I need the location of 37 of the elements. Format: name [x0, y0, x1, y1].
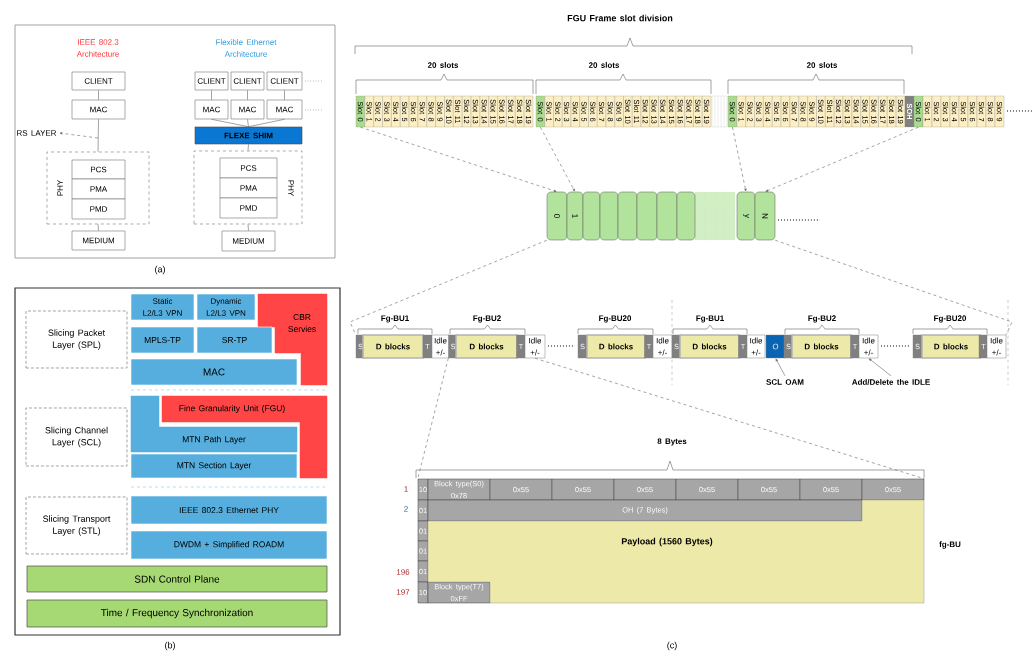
connector-line [247, 144, 249, 151]
layer-block: IEEE 802.3 Ethernet PHY [130, 495, 328, 525]
panel-caption: (a) [155, 265, 165, 275]
figure-title: FGU Frame slot division [567, 14, 673, 22]
arrow [765, 126, 919, 192]
connector-line [534, 357, 925, 480]
arrow [360, 126, 557, 192]
service-block: CBR Servies [257, 293, 328, 386]
connector-line [417, 357, 449, 480]
panel-caption: (c) [667, 641, 677, 651]
layer-block: MPLS-TP [130, 326, 195, 354]
connector-line [247, 90, 248, 100]
connector-line [248, 119, 285, 127]
plane-bar: Time / Frequency Synchronization [26, 599, 328, 628]
layer-block: SR-TP [196, 326, 273, 354]
connector-line [97, 224, 99, 231]
arrow [59, 132, 99, 139]
arrow [540, 126, 575, 192]
connector-line [284, 90, 285, 100]
arrow [868, 358, 892, 377]
arrow [775, 358, 786, 377]
connector-line [97, 119, 99, 152]
layer-block: MAC [130, 358, 298, 386]
connector-line [247, 224, 249, 231]
arrow [732, 126, 747, 192]
connector-line [774, 239, 1013, 336]
layer-block: DWDM + Simplified ROADM [130, 530, 328, 560]
plane-bar: SDN Control Plane [26, 565, 328, 593]
layer-block: MTN Section Layer [130, 453, 298, 479]
connector-line [211, 90, 212, 100]
connector-line [211, 119, 249, 127]
layer-group-box: Slicing Transport Layer (STL) [25, 496, 128, 555]
panel-caption: (b) [165, 641, 175, 651]
connector-line [98, 90, 99, 100]
layer-group-box: Slicing Packet Layer (SPL) [25, 310, 128, 369]
connector-line [247, 119, 249, 127]
layer-group-box: Slicing Channel Layer (SCL) [25, 407, 128, 467]
